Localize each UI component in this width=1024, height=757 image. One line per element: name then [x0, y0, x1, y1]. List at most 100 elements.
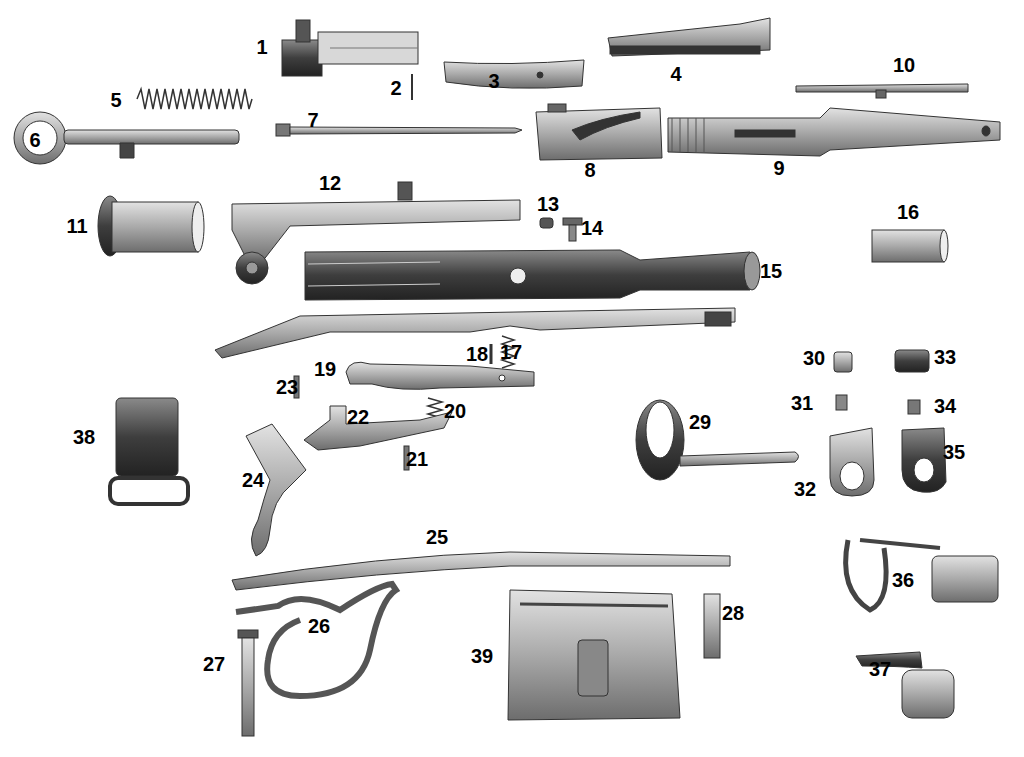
trigger-bar [304, 406, 452, 450]
screw [563, 218, 582, 225]
cover-slide [608, 18, 770, 56]
callout-number: 11 [66, 216, 87, 236]
pin [411, 74, 413, 100]
barrel-sleeve [872, 230, 944, 262]
bottom-plate [232, 552, 730, 590]
callout-number: 3 [488, 71, 499, 91]
callout-number: 33 [934, 347, 956, 367]
ejector-bar [796, 84, 968, 98]
cocking-handle [64, 130, 239, 144]
sling-clamp [846, 540, 998, 610]
detent-spring [908, 400, 920, 414]
bolt [536, 108, 662, 160]
callout-number: 6 [29, 130, 40, 150]
bolt [572, 112, 640, 140]
sear [346, 362, 534, 389]
barrel [668, 108, 1000, 156]
stock-lever [236, 252, 268, 284]
barrel [982, 126, 990, 136]
callout-number: 19 [314, 359, 336, 379]
callout-number: 1 [256, 37, 267, 57]
firing-pin [290, 127, 522, 134]
callout-number: 7 [307, 110, 318, 130]
barrel-sleeve [940, 230, 948, 262]
screw [704, 594, 720, 658]
screw [242, 638, 254, 736]
sear [499, 375, 505, 381]
callout-number: 9 [773, 158, 784, 178]
callout-number: 10 [893, 55, 915, 75]
sling-clamp [846, 540, 887, 610]
detent-spring [836, 395, 847, 410]
cover-slide [610, 46, 760, 54]
barrel [668, 108, 1000, 156]
end-cap [192, 202, 204, 252]
parts-group [14, 18, 1000, 736]
receiver [744, 252, 760, 290]
screw [569, 225, 576, 241]
magazine-pouch [508, 590, 680, 720]
leaf-spring [537, 72, 543, 78]
front-sight-ring [902, 428, 946, 492]
trigger-guard [236, 584, 396, 696]
sear [346, 362, 534, 389]
callout-number: 29 [689, 412, 711, 432]
trigger [246, 424, 306, 556]
receiver [308, 262, 440, 286]
recoil-spring [137, 89, 252, 109]
barrel [735, 130, 795, 137]
screw [704, 594, 720, 658]
trigger-guard [236, 584, 396, 696]
firing-pin [276, 124, 290, 136]
screw [563, 218, 582, 241]
receiver [510, 268, 526, 284]
pin [490, 344, 493, 364]
rear-sight [318, 32, 418, 64]
callout-number: 20 [444, 401, 466, 421]
callout-number: 4 [670, 64, 681, 84]
front-sight-ring [830, 428, 874, 496]
callout-number: 22 [347, 407, 369, 427]
nut [540, 218, 553, 228]
magazine-pouch [508, 590, 680, 720]
barrel-ring [636, 400, 799, 480]
bolt [548, 104, 566, 112]
pin [491, 344, 492, 364]
callout-number: 35 [943, 442, 965, 462]
rear-sight [282, 20, 418, 76]
detent [834, 352, 852, 372]
screw [238, 630, 258, 638]
front-sight-ring [830, 428, 874, 496]
callout-number: 26 [308, 616, 330, 636]
receiver [215, 250, 760, 358]
pin [412, 74, 413, 100]
callout-number: 21 [406, 449, 428, 469]
callout-number: 34 [934, 396, 956, 416]
callout-number: 16 [897, 202, 919, 222]
cocking-handle [120, 143, 134, 158]
magazine-pouch [520, 604, 668, 606]
rear-sight [296, 20, 310, 42]
callout-number: 25 [426, 527, 448, 547]
trigger [246, 424, 306, 556]
sling-loop [116, 398, 178, 476]
trigger-bar [304, 406, 452, 450]
receiver [705, 312, 731, 326]
front-sight-ring [902, 428, 946, 492]
callout-number: 39 [471, 646, 493, 666]
callout-number: 23 [276, 377, 298, 397]
callout-number: 18 [466, 344, 488, 364]
rear-sight [330, 48, 418, 49]
front-sight-blade [895, 350, 929, 372]
stock-lever [398, 182, 412, 200]
screw [238, 630, 258, 736]
nut [540, 218, 553, 228]
callout-number: 15 [760, 261, 782, 281]
callout-number: 13 [537, 194, 559, 214]
end-cap [98, 196, 204, 256]
sling-clamp [860, 540, 940, 548]
barrel-sleeve [872, 230, 948, 262]
callout-number: 36 [892, 570, 914, 590]
callout-number: 14 [581, 218, 603, 238]
